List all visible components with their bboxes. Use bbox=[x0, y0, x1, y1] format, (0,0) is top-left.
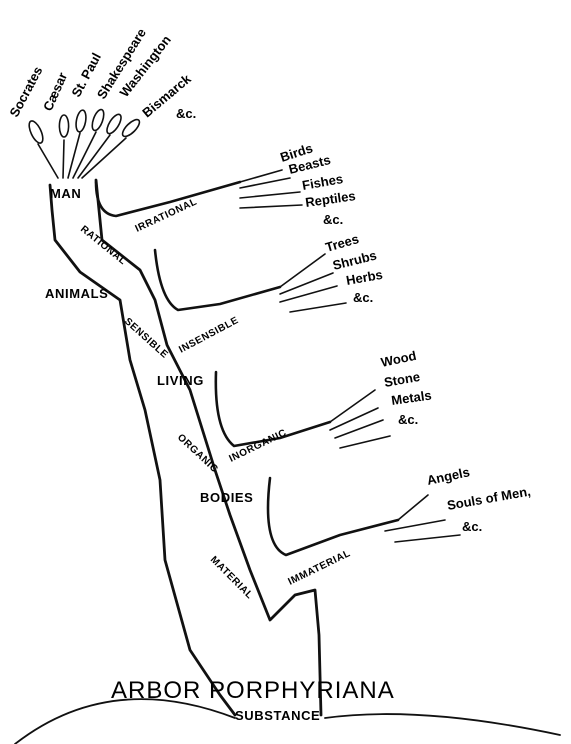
label-souls-of-men: Souls of Men, bbox=[446, 484, 532, 513]
label-angels: Angels bbox=[426, 464, 472, 488]
line-fishes bbox=[240, 192, 300, 198]
spear-shakespeare bbox=[73, 132, 96, 178]
label-man: MAN bbox=[50, 186, 81, 201]
label-substance: SUBSTANCE bbox=[235, 708, 320, 723]
spear-head-st-paul bbox=[75, 109, 88, 132]
label-animals-etc: &c. bbox=[323, 212, 343, 227]
line-metals bbox=[335, 420, 383, 438]
label-immaterial: IMMATERIAL bbox=[286, 548, 352, 588]
line-reptiles bbox=[240, 205, 302, 208]
line-trees bbox=[280, 254, 325, 287]
spear-head-caesar bbox=[59, 115, 68, 137]
line-angels bbox=[398, 495, 428, 520]
label-caesar: Cæsar bbox=[40, 70, 70, 113]
trunk-right-outline bbox=[96, 180, 321, 715]
immaterial-branch-bracket bbox=[268, 478, 398, 555]
spear-head-washington bbox=[104, 112, 123, 136]
top-spears bbox=[26, 108, 142, 178]
label-living: LIVING bbox=[157, 373, 204, 388]
line-shrubs bbox=[280, 273, 333, 294]
spear-caesar bbox=[63, 140, 64, 178]
line-herbs bbox=[280, 286, 337, 302]
spear-head-bismarck bbox=[120, 117, 142, 139]
diagram-title: ARBOR PORPHYRIANA bbox=[111, 677, 395, 704]
label-metals: Metals bbox=[390, 387, 432, 407]
spear-socrates bbox=[38, 144, 58, 178]
label-insensible: INSENSIBLE bbox=[177, 315, 240, 356]
label-wood: Wood bbox=[380, 348, 418, 370]
line-wood bbox=[330, 390, 375, 422]
ground-arc-left bbox=[15, 699, 235, 744]
ground-arc-right bbox=[325, 714, 560, 735]
line-spirits-etc bbox=[395, 535, 460, 542]
label-bodies: BODIES bbox=[200, 490, 253, 505]
label-spirits-etc: &c. bbox=[462, 519, 482, 534]
spear-st-paul bbox=[68, 133, 80, 178]
label-animals: ANIMALS bbox=[45, 286, 108, 301]
line-plants-etc bbox=[290, 303, 346, 312]
spear-head-socrates bbox=[26, 119, 45, 145]
label-organic: ORGANIC bbox=[175, 432, 220, 475]
label-rational: RATIONAL bbox=[78, 224, 128, 268]
label-stone: Stone bbox=[383, 369, 421, 390]
leaf-lines bbox=[240, 170, 460, 542]
label-minerals-etc: &c. bbox=[398, 412, 418, 427]
label-plants-etc: &c. bbox=[353, 290, 373, 305]
insensible-branch-bracket bbox=[155, 250, 280, 310]
spear-head-shakespeare bbox=[90, 108, 106, 132]
label-trees: Trees bbox=[324, 231, 361, 255]
label-individuals-etc: &c. bbox=[176, 106, 196, 121]
tree-lines bbox=[15, 180, 560, 744]
line-minerals-etc bbox=[340, 436, 390, 448]
trunk-left-outline bbox=[50, 185, 235, 715]
label-socrates: Socrates bbox=[6, 64, 45, 120]
line-stone bbox=[330, 408, 378, 430]
label-herbs: Herbs bbox=[345, 267, 384, 288]
